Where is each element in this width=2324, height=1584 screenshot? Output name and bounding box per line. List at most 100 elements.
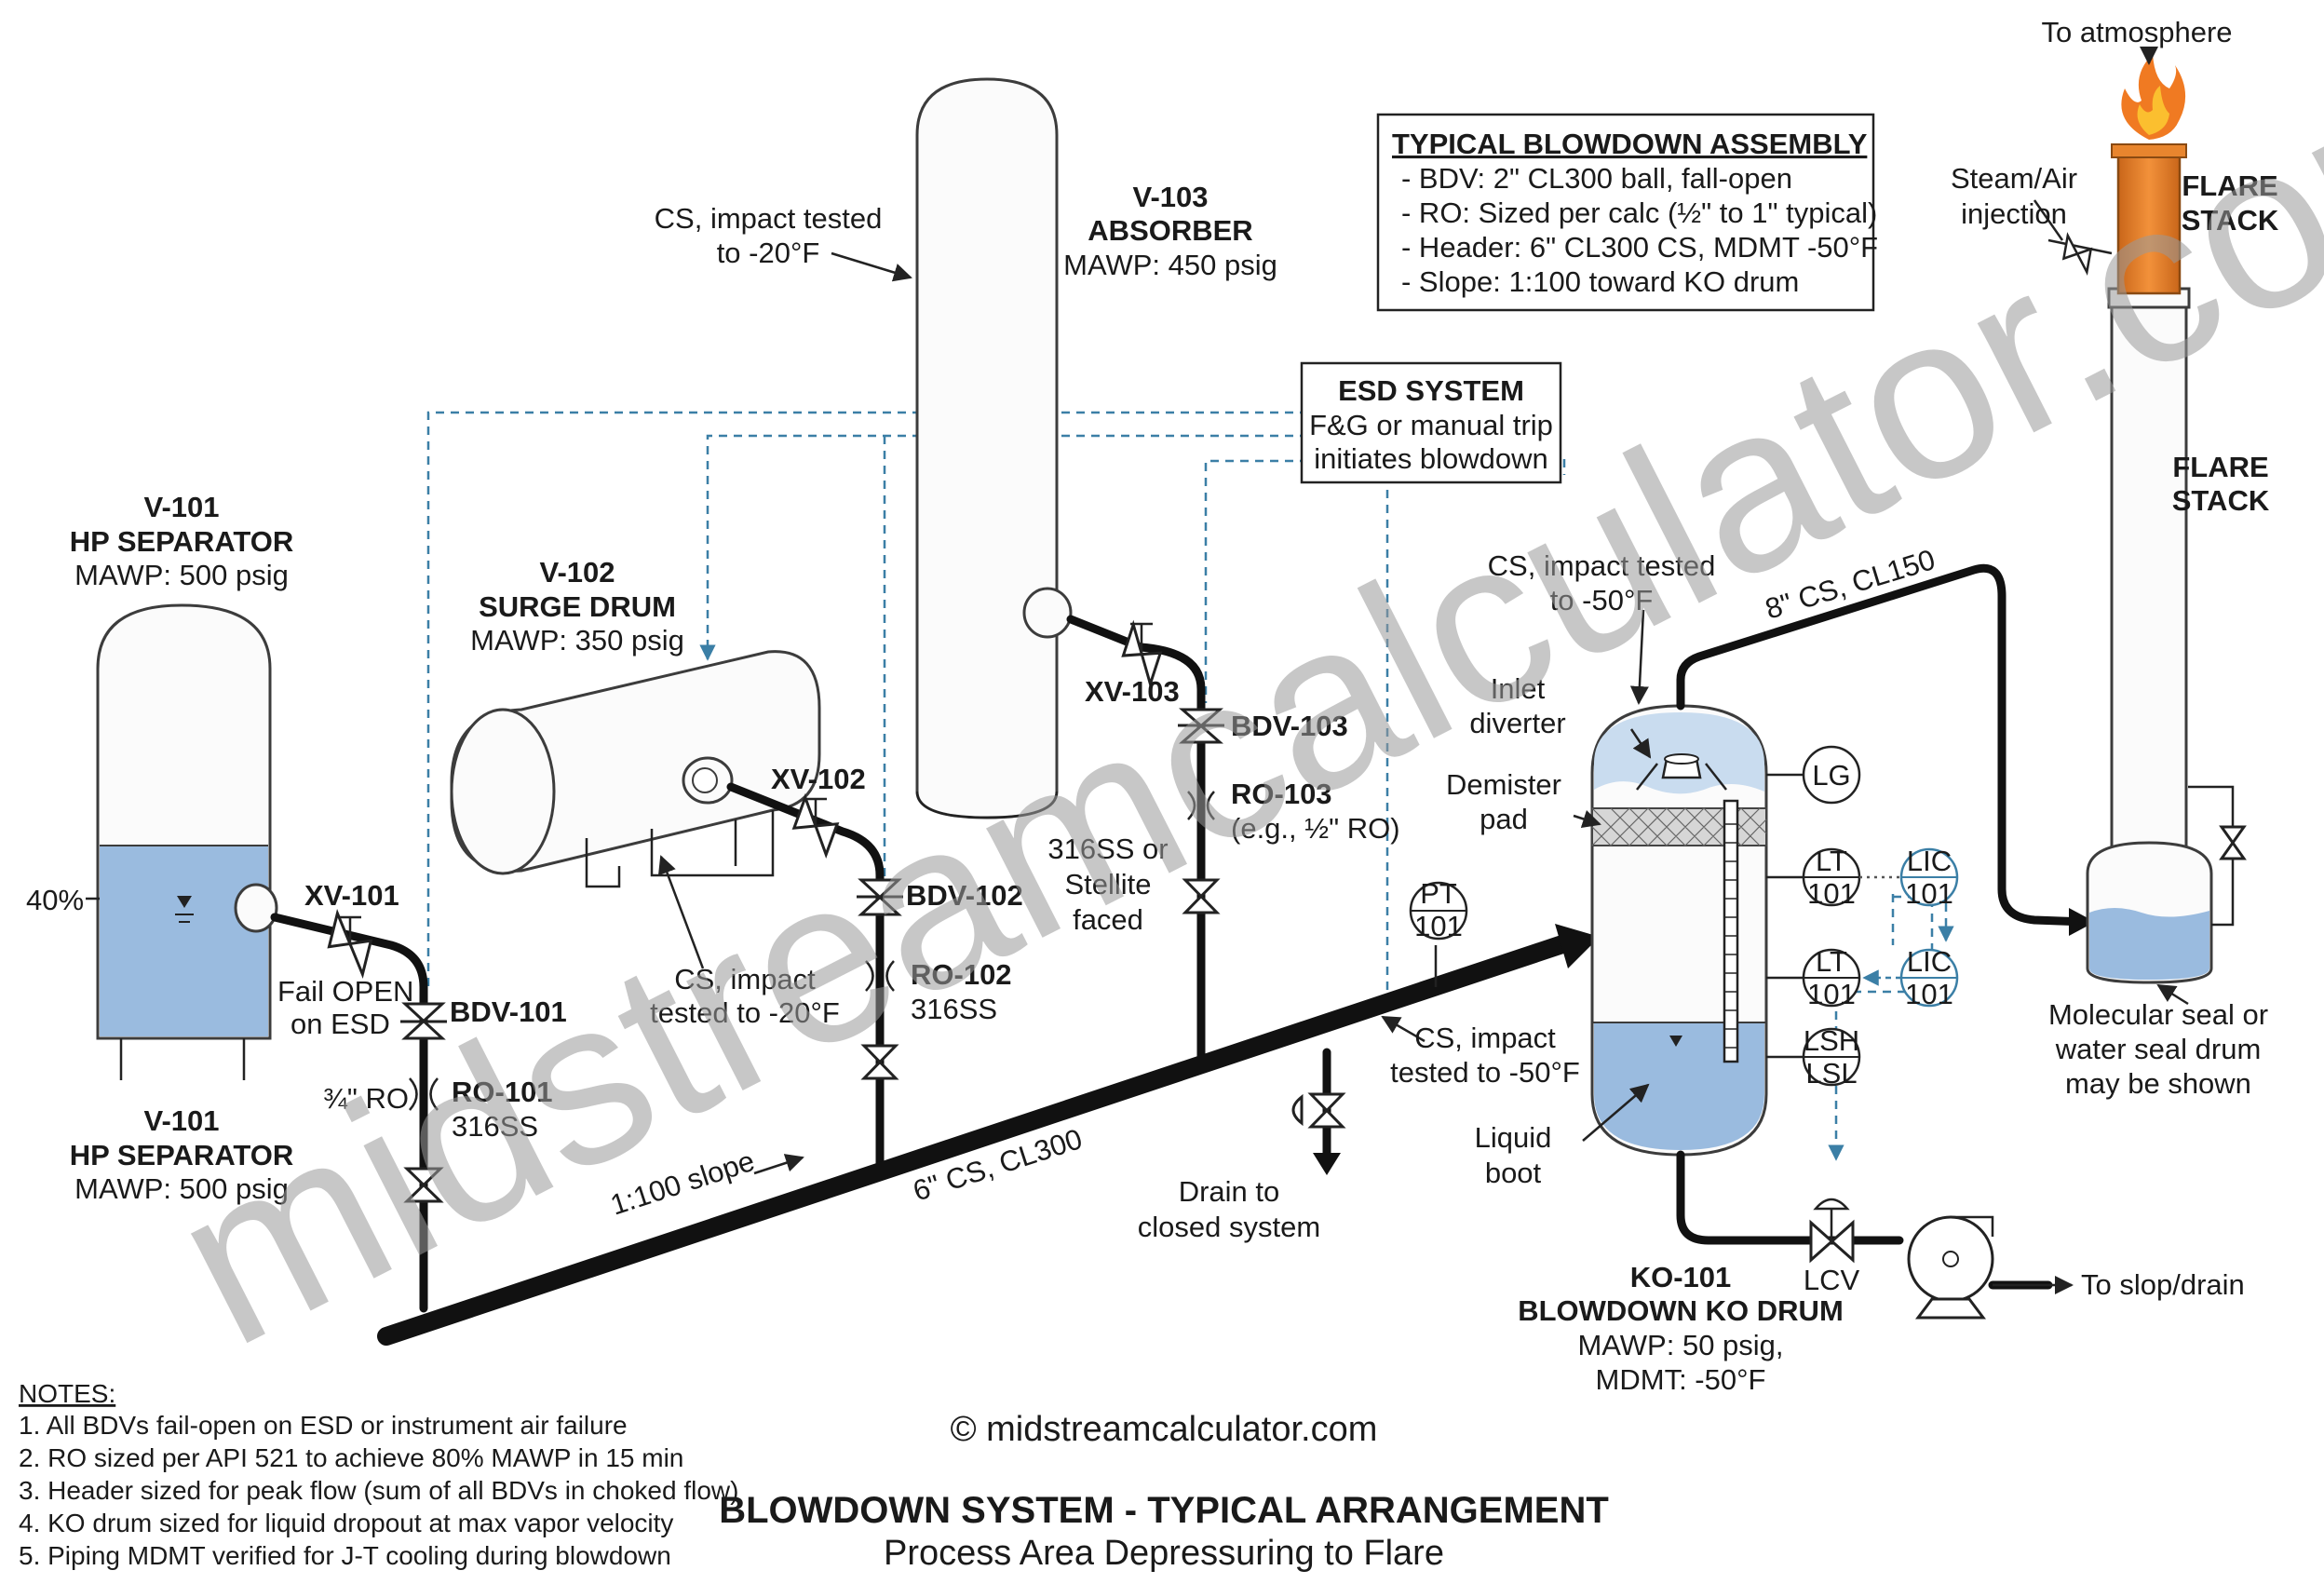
v101-name-bottom: HP SEPARATOR <box>70 1139 294 1171</box>
v102-tag: V-102 <box>539 556 615 589</box>
ro101-size-label: ¾" RO <box>323 1082 409 1115</box>
steam-injection-valve <box>2033 199 2113 276</box>
assembly-line-1: - BDV: 2" CL300 ball, fall-open <box>1401 162 1792 195</box>
v101-mawp: MAWP: 500 psig <box>74 559 289 591</box>
ko101-name: BLOWDOWN KO DRUM <box>1518 1294 1844 1327</box>
note-2: 2. RO sized per API 521 to achieve 80% M… <box>19 1443 683 1472</box>
liquid-boot-label-2: boot <box>1485 1157 1542 1189</box>
lsh-tag: LSH <box>1804 1024 1859 1057</box>
pt101-tag: PT <box>1420 877 1457 910</box>
v103-name: ABSORBER <box>1088 214 1252 247</box>
note-1: 1. All BDVs fail-open on ESD or instrume… <box>19 1411 628 1440</box>
v103-tag: V-103 <box>1132 181 1208 213</box>
ro103-label: RO-103 <box>1231 778 1332 810</box>
v101-mawp-bottom: MAWP: 500 psig <box>74 1172 289 1205</box>
lic101-upper-instrument <box>1899 847 1959 907</box>
notes-title: NOTES: <box>19 1379 115 1408</box>
v103-cs-leader <box>831 251 912 282</box>
lg-instrument <box>1766 745 1861 805</box>
slop-label: To slop/drain <box>2081 1268 2245 1301</box>
pump <box>1907 1215 1994 1320</box>
lic101-lower-number: 101 <box>1905 978 1953 1010</box>
drain-actuator <box>1291 1093 1304 1127</box>
lt101-upper-instrument <box>1766 847 1899 907</box>
assembly-line-2: - RO: Sized per calc (½" to 1" typical) <box>1401 196 1877 229</box>
note-3: 3. Header sized for peak flow (sum of al… <box>19 1476 738 1505</box>
v101-name: HP SEPARATOR <box>70 525 294 558</box>
drain-label-1: Drain to <box>1179 1175 1280 1208</box>
lt101-lower-number: 101 <box>1807 978 1856 1010</box>
pt101-instrument <box>1409 881 1468 941</box>
ko101-mawp: MAWP: 50 psig, <box>1577 1329 1783 1361</box>
bdv102-label: BDV-102 <box>906 879 1023 912</box>
xv101-valve <box>327 908 373 980</box>
seal-label-2: water seal drum <box>2055 1033 2262 1065</box>
v102-surge-drum <box>450 650 821 888</box>
esd-system-box <box>1300 361 1562 484</box>
flare-stack <box>2086 143 2247 1006</box>
xv102-valve <box>791 792 840 860</box>
v102-isolation-valve <box>860 1044 899 1080</box>
bdv103-label: BDV-103 <box>1231 710 1348 742</box>
inlet-diverter-label-2: diverter <box>1469 707 1565 739</box>
v103-isolation-valve <box>1182 878 1221 914</box>
ko-cs-label-1: CS, impact tested <box>1488 549 1716 582</box>
v102-name: SURGE DRUM <box>479 590 676 623</box>
flare-flame-icon <box>2121 54 2186 140</box>
v103-absorber <box>915 77 1073 819</box>
stellite-label-3: faced <box>1073 903 1143 936</box>
header-cs-leader <box>1381 1015 1425 1043</box>
v103-cs-label-1: CS, impact tested <box>655 202 883 235</box>
main-blowdown-header <box>377 931 1583 1346</box>
drain-arrow <box>1313 1153 1341 1175</box>
steam-label-1: Steam/Air <box>1951 162 2077 195</box>
drain-label-2: closed system <box>1138 1211 1320 1243</box>
lsh-lsl-instrument <box>1766 1027 1861 1087</box>
flare-title-mid-1: FLARE <box>2172 451 2268 483</box>
seal-label-3: may be shown <box>2065 1067 2251 1100</box>
flare-title-top-1: FLARE <box>2182 169 2277 202</box>
inlet-diverter-label-1: Inlet <box>1491 672 1546 705</box>
ro102-material: 316SS <box>911 993 997 1025</box>
note-4: 4. KO drum sized for liquid dropout at m… <box>19 1509 673 1537</box>
bdv103-valve <box>1178 708 1224 744</box>
flare-inlet-arrow <box>2069 908 2095 936</box>
ro101-orifice <box>409 1077 439 1111</box>
bdv101-label: BDV-101 <box>450 995 567 1028</box>
demister-leader <box>1573 809 1601 829</box>
lic101-upper-number: 101 <box>1905 877 1953 910</box>
v103-mawp: MAWP: 450 psig <box>1063 249 1277 281</box>
assembly-title: TYPICAL BLOWDOWN ASSEMBLY <box>1392 128 1868 160</box>
lt101-lower-instrument <box>1766 948 1901 1008</box>
assembly-line-3: - Header: 6" CL300 CS, MDMT -50°F <box>1401 231 1878 264</box>
copyright: © midstreamcalculator.com <box>951 1410 1378 1449</box>
header-cs-label-2: tested to -50°F <box>1390 1056 1580 1089</box>
lic101-upper-tag: LIC <box>1907 845 1952 877</box>
ko-liquid-outlet-line <box>1676 1150 1904 1245</box>
lsl-tag: LSL <box>1805 1057 1857 1090</box>
lt101-upper-tag: LT <box>1816 845 1847 877</box>
v101-level-label: 40% <box>26 884 84 916</box>
seal-label-1: Molecular seal or <box>2048 998 2268 1031</box>
pt101-number: 101 <box>1414 910 1463 942</box>
v102-blowdown-line <box>726 782 885 1169</box>
fail-open-label-1: Fail OPEN <box>277 975 413 1008</box>
xv103-valve <box>1121 619 1163 689</box>
ro103-orifice <box>1187 791 1215 820</box>
v102-cs-label-1: CS, impact <box>674 963 816 995</box>
liquid-boot-label-1: Liquid <box>1475 1121 1552 1154</box>
fail-open-label-2: on ESD <box>290 1008 390 1040</box>
xv103-label: XV-103 <box>1085 675 1180 708</box>
liquid-boot-leader <box>1582 1083 1650 1142</box>
flare-title-mid-2: STACK <box>2172 484 2270 517</box>
assembly-box <box>1376 113 1875 312</box>
note-5: 5. Piping MDMT verified for J-T cooling … <box>19 1541 671 1570</box>
esd-title: ESD SYSTEM <box>1338 374 1524 407</box>
lt101-upper-number: 101 <box>1807 877 1856 910</box>
stellite-label-1: 316SS or <box>1047 833 1168 865</box>
drain-valve <box>1307 1092 1346 1129</box>
v101-hp-separator <box>86 603 278 1080</box>
ko-vapor-outlet-line <box>1676 563 2090 927</box>
